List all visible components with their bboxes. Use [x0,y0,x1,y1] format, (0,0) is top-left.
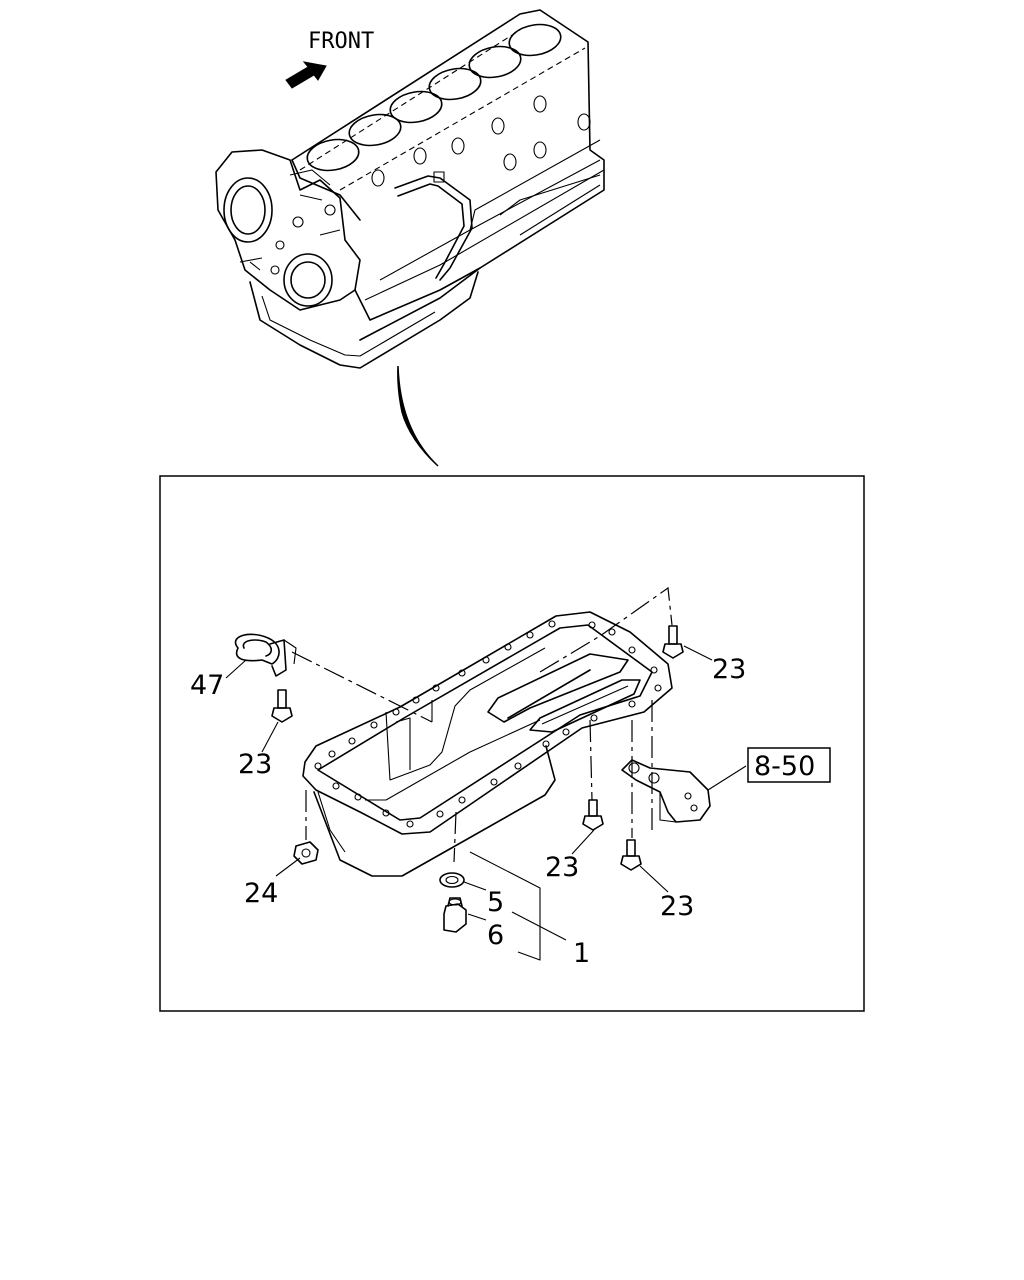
callout-47: 47 [190,670,224,701]
callout-24: 24 [244,878,278,909]
strainer-gasket-illustration [234,633,297,677]
bolt-middle [582,799,604,831]
callout-23-upper-right: 23 [712,654,746,685]
callout-23-middle: 23 [545,852,579,883]
drain-washer [439,872,465,888]
bolt-upper-right [662,625,684,659]
callout-6: 6 [487,920,504,951]
nut-24 [293,841,319,865]
flange-bolt-holes [314,620,662,828]
bolt-lower-right [620,839,642,871]
bolt-left [271,689,293,723]
center-lines [291,586,673,863]
front-arrow-icon [285,61,327,89]
front-indicator: FRONT [285,29,374,89]
drain-plug [443,897,467,933]
detail-frame [159,475,865,1012]
leader-lines [225,645,747,961]
engine-block-illustration [215,9,605,369]
oil-pan-illustration [302,611,673,877]
callout-labels: 47 23 23 8-50 24 23 23 5 6 1 [190,654,831,969]
callout-8-50: 8-50 [754,751,815,782]
callout-8-50-box [747,747,831,783]
callout-23-lower-right: 23 [660,891,694,922]
callout-23-left: 23 [238,749,272,780]
callout-5: 5 [487,887,504,918]
callout-1: 1 [573,938,590,969]
front-label: FRONT [308,29,374,54]
detail-pointer-icon [397,365,439,467]
mounting-bracket-illustration [621,759,711,823]
